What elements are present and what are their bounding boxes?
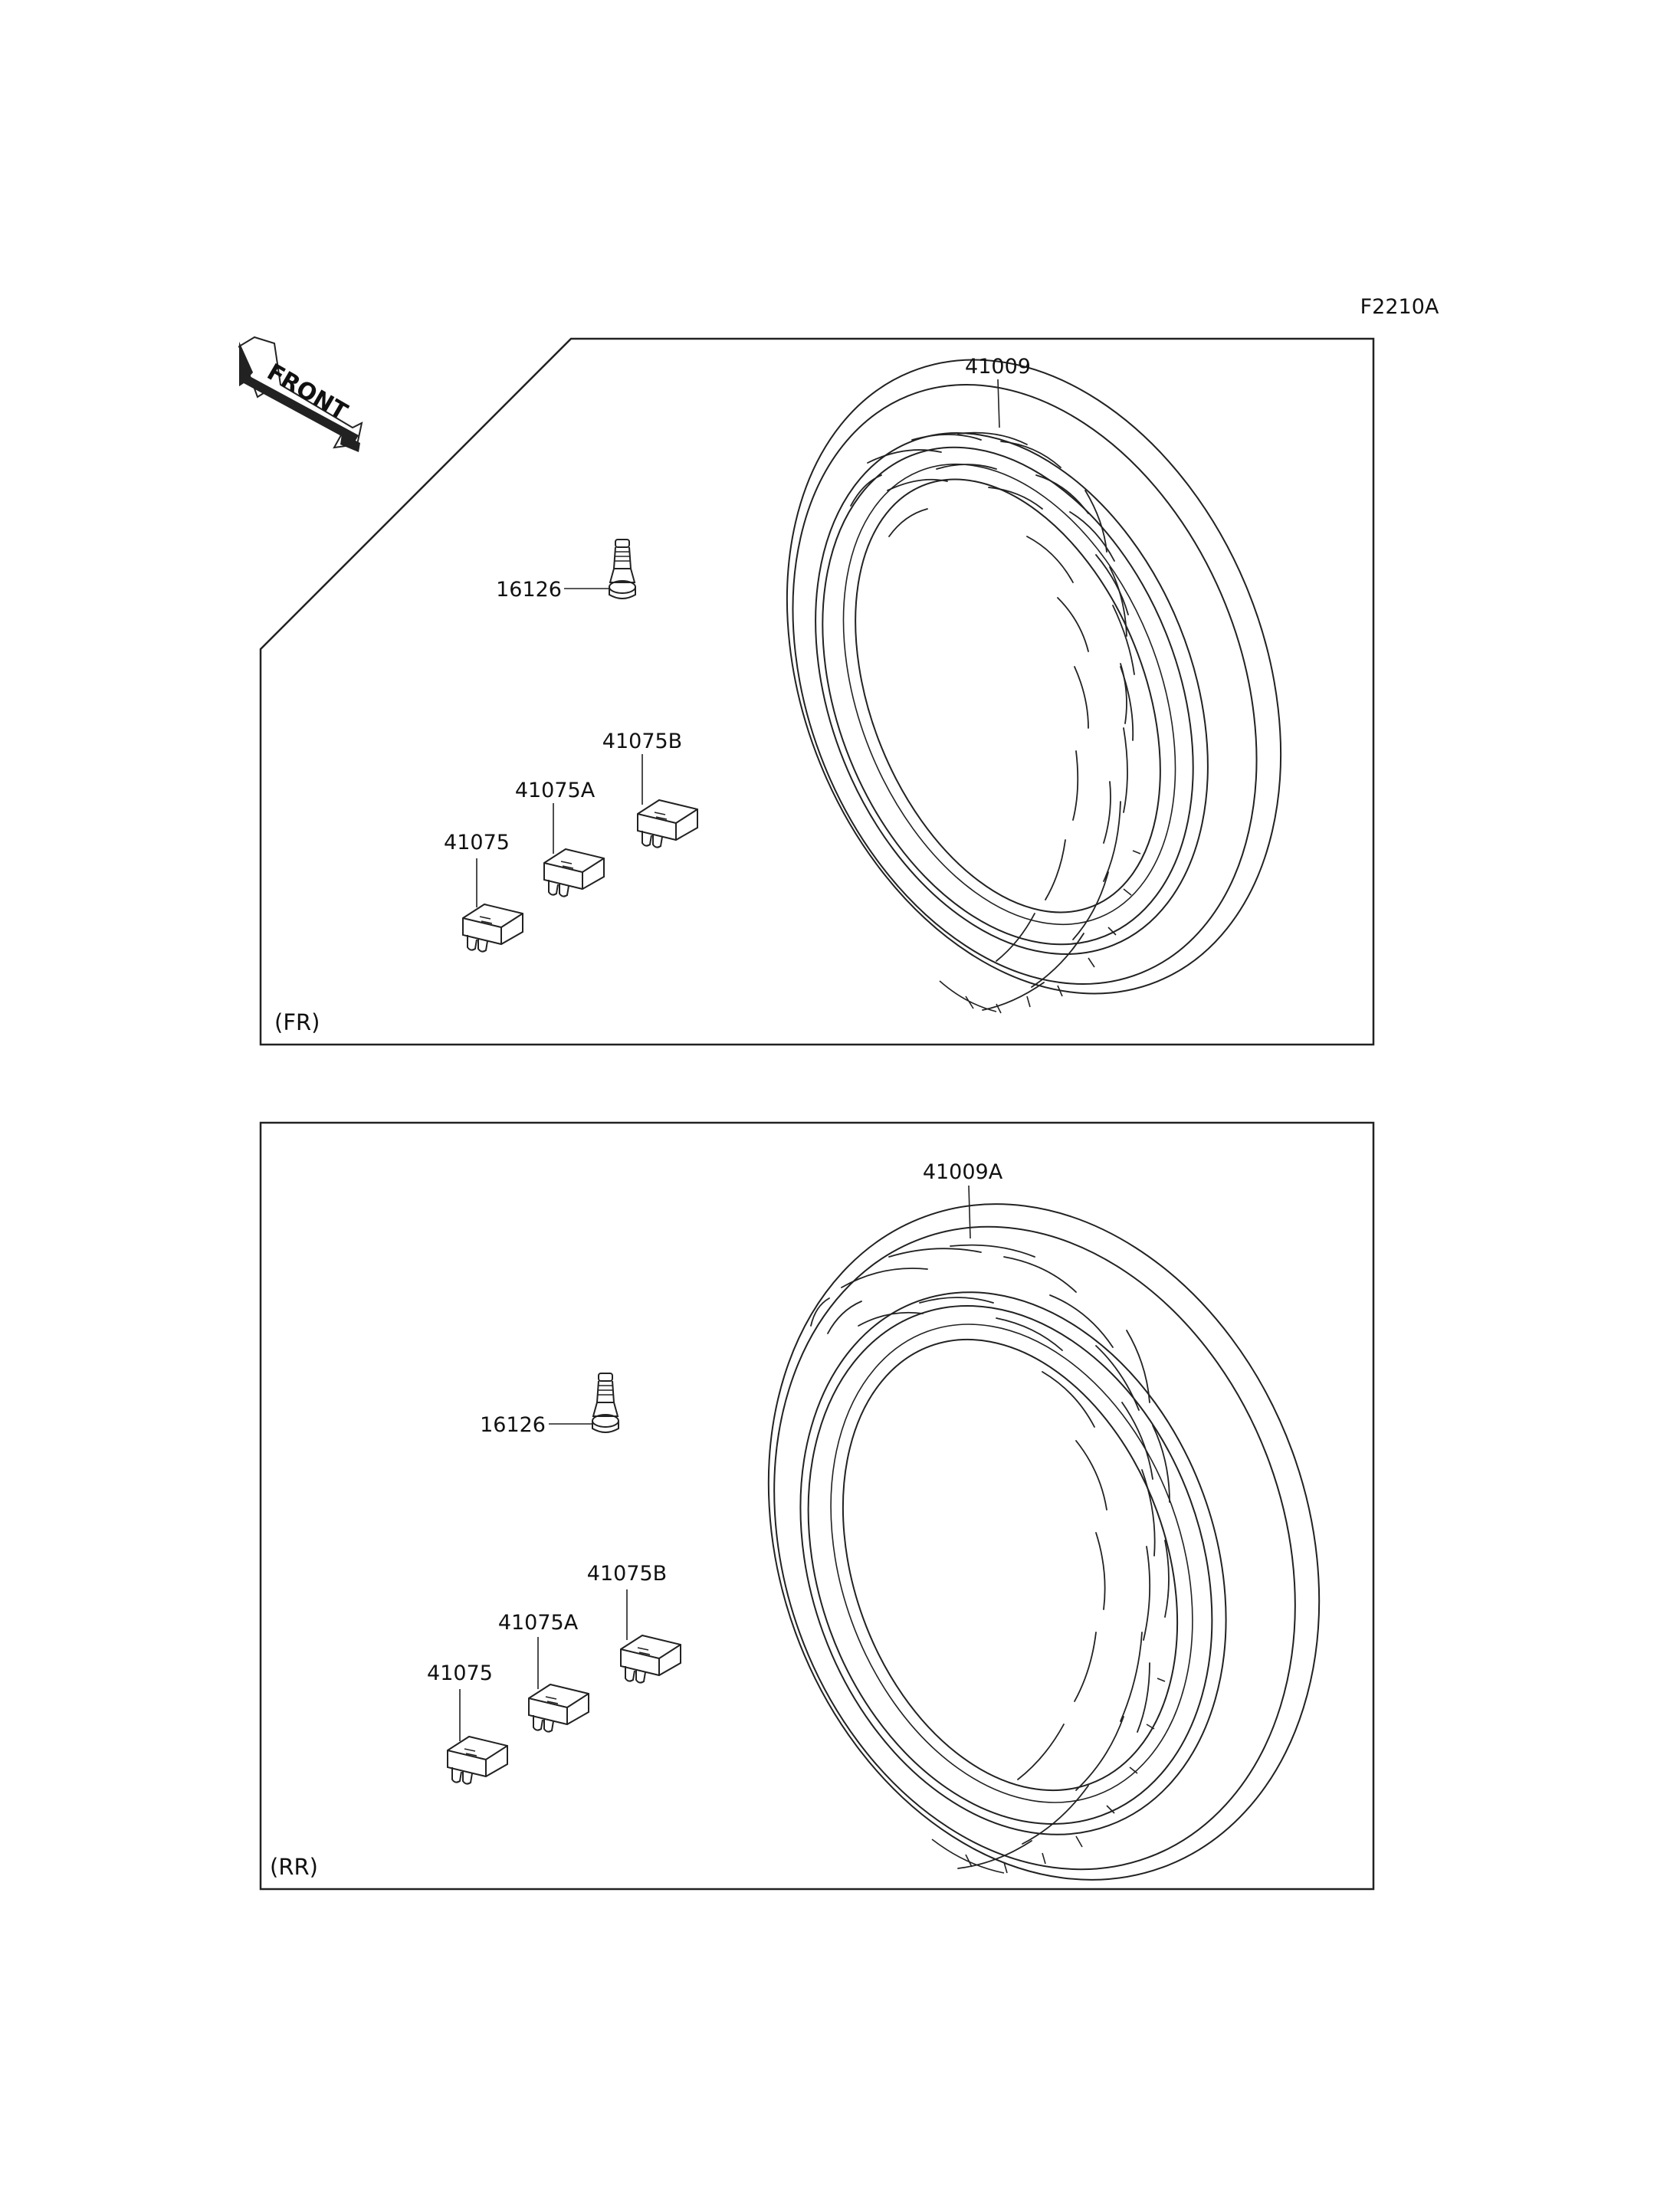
weight-b-part-number: 41075B bbox=[602, 730, 682, 753]
balance-weight-a: 41075A bbox=[515, 779, 605, 897]
balance-weight-a: 41075A bbox=[498, 1611, 589, 1733]
tire-part-number: 41009 bbox=[965, 355, 1031, 379]
weight-a-part-number: 41075A bbox=[498, 1611, 579, 1635]
tire: 41009A bbox=[767, 1160, 1321, 1881]
weight-part-number: 41075 bbox=[444, 831, 510, 854]
section-frame bbox=[259, 1121, 1375, 1891]
section-label: (RR) bbox=[270, 1854, 318, 1880]
weight-part-number: 41075 bbox=[427, 1661, 493, 1685]
valve-part-number: 16126 bbox=[496, 578, 562, 602]
balance-weight-b: 41075B bbox=[602, 730, 698, 848]
front-arrow-icon: FRONT bbox=[238, 336, 363, 452]
weight-a-part-number: 41075A bbox=[515, 779, 596, 802]
tire-valve: 16126 bbox=[480, 1373, 619, 1437]
balance-weight-b: 41075B bbox=[587, 1562, 681, 1684]
tire: 41009 bbox=[786, 355, 1282, 1014]
tire-part-number: 41009A bbox=[923, 1160, 1003, 1184]
section-frame bbox=[259, 337, 1375, 1046]
section-rear: (RR) 41009A 16126 41075B bbox=[259, 1121, 1375, 1891]
weight-b-part-number: 41075B bbox=[587, 1562, 667, 1586]
balance-weight: 41075 bbox=[444, 831, 523, 953]
section-front: (FR) 41009 16126 41075B bbox=[259, 337, 1375, 1046]
section-label: (FR) bbox=[274, 1009, 320, 1035]
diagram-code: F2210A bbox=[1360, 295, 1439, 319]
valve-part-number: 16126 bbox=[480, 1413, 546, 1437]
tire-valve: 16126 bbox=[496, 539, 636, 602]
balance-weight: 41075 bbox=[427, 1661, 508, 1785]
